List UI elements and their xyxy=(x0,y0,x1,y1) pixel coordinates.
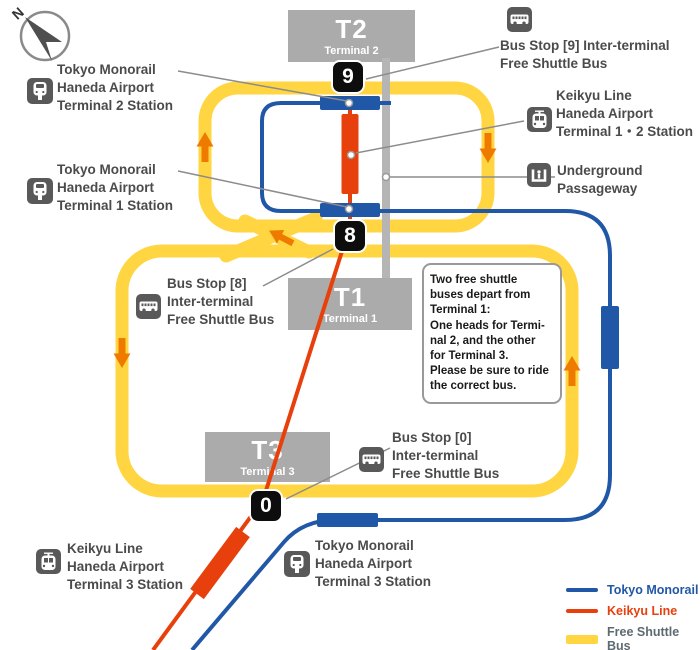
keikyu-line-swatch xyxy=(566,609,598,613)
legend-item-shuttle: Free Shuttle Bus xyxy=(566,625,700,650)
underground-passageway-label: Underground Passageway xyxy=(557,163,643,196)
compass-icon: N xyxy=(9,4,71,62)
keikyu-terminal3-station-label: Keikyu Line Haneda Airport Terminal 3 St… xyxy=(67,541,184,592)
bus-icon xyxy=(359,447,384,472)
bus-stop-0-badge: 0 xyxy=(249,489,283,523)
underground-passage-icon xyxy=(527,163,551,187)
monorail-icon xyxy=(284,551,310,577)
monorail-icon xyxy=(27,178,53,204)
monorail-terminal2-station-label: Tokyo Monorail Haneda Airport Terminal 2… xyxy=(57,62,174,113)
terminal-2-box: T2 Terminal 2 xyxy=(288,10,415,62)
compass-north-label: N xyxy=(9,4,27,23)
shuttle-note-box: Two free shuttle buses depart from Termi… xyxy=(422,263,562,405)
keikyu-train-icon xyxy=(36,549,61,574)
terminal-2-code: T2 xyxy=(335,13,368,44)
legend: Tokyo Monorail Keikyu Line Free Shuttle … xyxy=(566,583,700,650)
legend-label: Keikyu Line xyxy=(607,604,678,618)
legend-item-monorail: Tokyo Monorail xyxy=(566,583,700,597)
bus-stop-9-label: Bus Stop [9] Inter-terminal Free Shuttle… xyxy=(500,38,670,71)
bus-stop-0-label: Bus Stop [0] Inter-terminal Free Shuttle… xyxy=(392,430,500,481)
keikyu-train-icon xyxy=(527,107,552,132)
shuttle-bus-swatch xyxy=(566,634,598,644)
monorail-icon xyxy=(27,78,53,104)
monorail-terminal3-station-label: Tokyo Monorail Haneda Airport Terminal 3… xyxy=(315,538,432,589)
bus-icon xyxy=(136,294,161,319)
legend-label: Tokyo Monorail xyxy=(607,583,699,597)
terminal-2-name: Terminal 2 xyxy=(324,44,379,57)
monorail-line-swatch xyxy=(566,588,598,592)
legend-item-keikyu: Keikyu Line xyxy=(566,604,700,618)
legend-label: Free Shuttle Bus xyxy=(607,625,680,650)
keikyu-terminal12-station-label: Keikyu Line Haneda Airport Terminal 1・2 … xyxy=(556,88,694,139)
bus-icon xyxy=(507,7,532,32)
bus-stop-8-badge: 8 xyxy=(333,219,367,253)
bus-stop-8-label: Bus Stop [8] Inter-terminal Free Shuttle… xyxy=(167,276,275,327)
monorail-terminal1-station-label: Tokyo Monorail Haneda Airport Terminal 1… xyxy=(57,162,174,213)
bus-stop-9-badge: 9 xyxy=(331,60,365,94)
compass: N xyxy=(6,2,78,79)
